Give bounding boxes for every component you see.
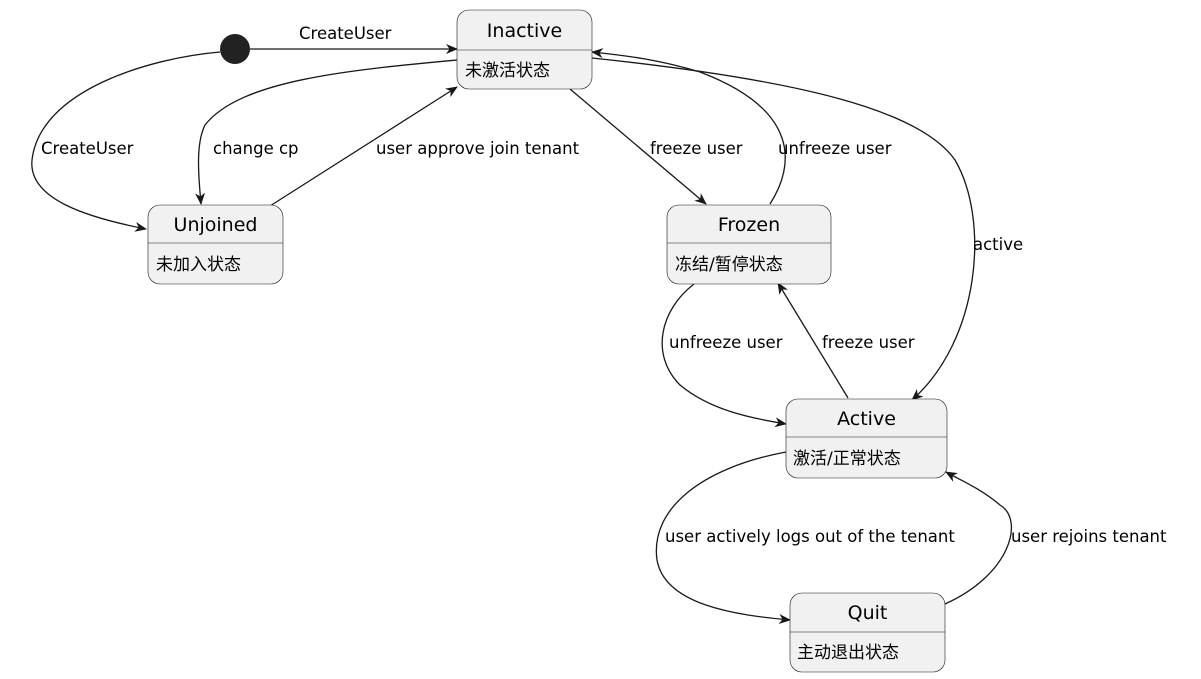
edge-active-to-frozen bbox=[777, 282, 849, 399]
state-quit: Quit 主动退出状态 bbox=[789, 592, 946, 673]
edge-quit-to-active bbox=[944, 471, 1013, 605]
edge-inactive-to-unjoined bbox=[195, 59, 458, 205]
label-start-to-unjoined: CreateUser bbox=[41, 139, 134, 158]
edge-frozen-to-active bbox=[661, 283, 787, 428]
edge-frozen-to-inactive bbox=[591, 48, 786, 205]
label-start-to-inactive: CreateUser bbox=[299, 24, 392, 43]
transitions bbox=[31, 44, 1013, 624]
state-inactive-name: Inactive bbox=[487, 20, 562, 42]
state-active: Active 激活/正常状态 bbox=[785, 398, 948, 479]
edge-start-to-unjoined bbox=[31, 51, 221, 232]
state-unjoined-name: Unjoined bbox=[174, 214, 258, 236]
edge-unjoined-to-inactive bbox=[269, 86, 458, 207]
label-inactive-to-unjoined: change cp bbox=[213, 139, 299, 158]
label-active-to-frozen: freeze user bbox=[822, 333, 915, 352]
edge-active-to-quit bbox=[655, 451, 791, 624]
state-active-desc: 激活/正常状态 bbox=[793, 449, 901, 469]
label-inactive-to-frozen: freeze user bbox=[650, 139, 743, 158]
state-inactive: Inactive 未激活状态 bbox=[456, 9, 593, 90]
label-quit-to-active: user rejoins tenant bbox=[1011, 527, 1167, 546]
state-quit-desc: 主动退出状态 bbox=[797, 643, 899, 663]
state-unjoined: Unjoined 未加入状态 bbox=[147, 204, 284, 285]
state-unjoined-desc: 未加入状态 bbox=[156, 255, 241, 275]
state-frozen: Frozen 冻结/暂停状态 bbox=[666, 204, 832, 285]
transition-labels: CreateUser CreateUser change cp user app… bbox=[41, 24, 1167, 546]
label-inactive-to-active: active bbox=[973, 235, 1023, 254]
state-quit-name: Quit bbox=[848, 602, 888, 624]
label-unjoined-to-inactive: user approve join tenant bbox=[376, 139, 580, 158]
initial-state-dot bbox=[220, 34, 250, 64]
edge-inactive-to-active bbox=[591, 57, 976, 401]
label-active-to-quit: user actively logs out of the tenant bbox=[665, 527, 955, 546]
label-frozen-to-active: unfreeze user bbox=[669, 333, 783, 352]
state-frozen-desc: 冻结/暂停状态 bbox=[675, 255, 783, 275]
state-active-name: Active bbox=[837, 408, 896, 430]
label-frozen-to-inactive: unfreeze user bbox=[778, 139, 892, 158]
state-frozen-name: Frozen bbox=[718, 214, 780, 236]
edge-inactive-to-frozen bbox=[569, 88, 707, 205]
state-inactive-desc: 未激活状态 bbox=[465, 61, 550, 81]
